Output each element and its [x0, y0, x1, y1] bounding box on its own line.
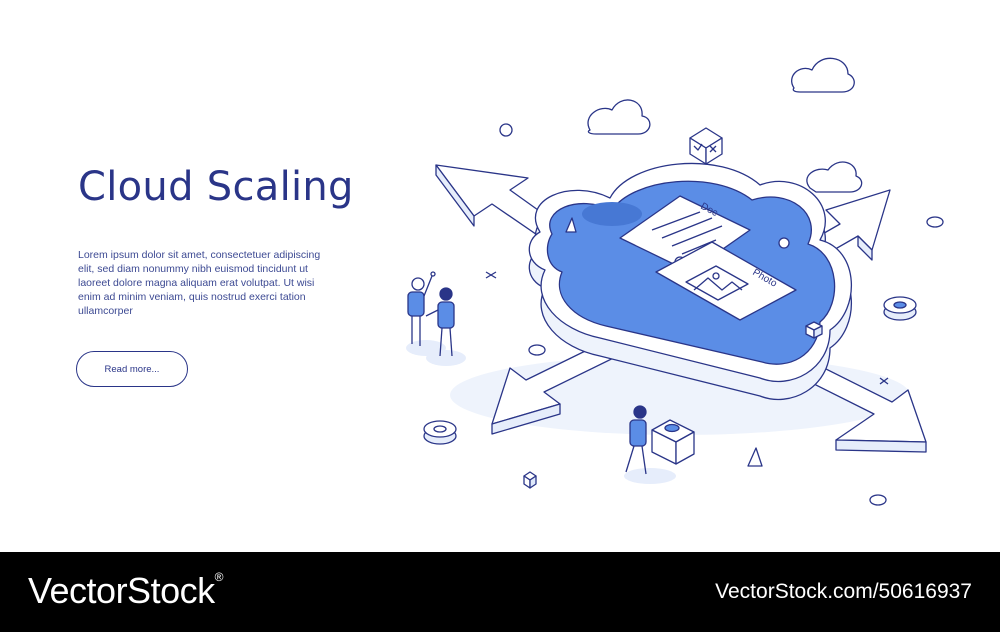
people-handshake-icon [406, 271, 466, 366]
brand-mark: ® [214, 570, 224, 584]
small-cloud-icon [791, 57, 855, 93]
brand-name: VectorStock [28, 570, 215, 611]
stock-id: VectorStock.com/50616937 [715, 580, 972, 603]
document-icon: Doc [619, 195, 751, 273]
footer-bar [0, 552, 1000, 632]
person-carrying-icon [624, 405, 695, 484]
disk-token-icon [423, 420, 457, 445]
small-cube-icon [523, 471, 537, 489]
hero-section: Cloud Scaling Lorem ipsum dolor sit amet… [76, 57, 944, 506]
hero-description: Lorem ipsum dolor sit amet, consectetuer… [78, 249, 321, 317]
page-title: Cloud Scaling [78, 164, 354, 210]
cloud-scaling-illustration: Doc Photo [406, 57, 944, 506]
brand-logo: VectorStock® [28, 570, 223, 612]
checkbox-cube-icon [689, 127, 723, 165]
small-cloud-icon [806, 161, 863, 193]
small-cloud-icon [587, 99, 651, 135]
read-more-button[interactable]: Read more... [76, 351, 188, 387]
disk-token-icon [883, 296, 917, 321]
small-cube-icon [805, 321, 823, 339]
